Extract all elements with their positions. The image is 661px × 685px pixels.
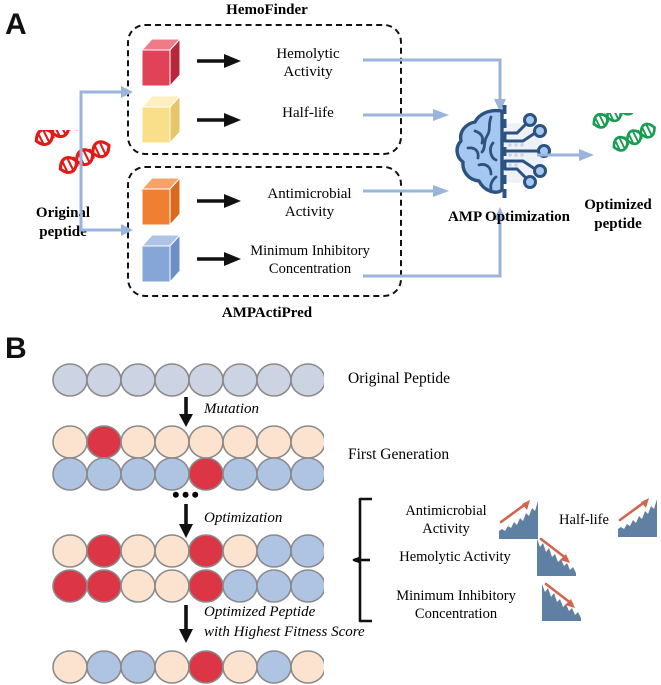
arrow-final-selection [177, 605, 195, 648]
arrow-to-half-life [196, 112, 242, 128]
label-final-line1: Optimized Peptide [204, 604, 316, 620]
bead-row-optimized-2 [52, 568, 324, 604]
connector-mic-to-brain [363, 196, 513, 281]
bead-row-optimized-1 [52, 533, 324, 569]
metric-antimicrobial-line2: Activity [422, 521, 470, 537]
metric-antimicrobial-line1: Antimicrobial [405, 503, 487, 519]
original-peptide-label-line2: peptide [39, 224, 87, 240]
ellipsis-generations: ••• [172, 482, 202, 507]
arrow-to-minimum-inhibitory-concentration [196, 251, 242, 267]
bead-row-final [52, 649, 324, 685]
label-hemolytic-activity-line1: Hemolytic [276, 46, 340, 62]
sparkline-hemolytic-down [535, 535, 579, 577]
arrow-to-hemolytic-activity [196, 53, 242, 69]
label-antimicrobial-activity-line1: Antimicrobial [267, 186, 352, 202]
sparkline-antimicrobial-up [497, 498, 541, 540]
cube-minimum-inhibitory-concentration [140, 232, 186, 286]
connector-antimicrobial-to-brain [363, 184, 453, 198]
arrow-mutation [177, 397, 195, 432]
metric-half-life: Half-life [559, 512, 609, 528]
panel-a: A HemoFinder AMPActiPred [0, 0, 661, 330]
metrics-bracket [352, 497, 378, 628]
label-mic-line2: Concentration [268, 261, 352, 277]
metric-mic-line1: Minimum Inhibitory [396, 588, 516, 604]
label-first-generation: First Generation [348, 446, 450, 463]
cube-antimicrobial-activity [140, 175, 186, 229]
ampactipred-title: AMPActiPred [221, 305, 313, 321]
sparkline-mic-down [540, 580, 584, 622]
hemofinder-title: HemoFinder [226, 2, 308, 18]
label-half-life: Half-life [282, 105, 334, 121]
bead-row-first-gen-1 [52, 424, 324, 460]
sparkline-half-life-up [616, 496, 660, 538]
arrow-to-antimicrobial-activity [196, 193, 242, 209]
original-peptide-label-line1: Original [35, 205, 91, 221]
optimized-peptide-label-line1: Optimized [584, 197, 652, 213]
panel-b-letter: B [5, 332, 27, 365]
label-optimization: Optimization [204, 510, 283, 526]
connector-brain-to-output [537, 148, 597, 162]
label-mic-line1: Minimum Inhibitory [250, 243, 370, 259]
label-original-peptide: Original Peptide [348, 370, 451, 387]
brain-ai-icon [455, 103, 561, 208]
amp-optimization-label: AMP Optimization [447, 209, 571, 225]
optimized-peptide-helix-icon [588, 99, 660, 180]
label-hemolytic-activity-line2: Activity [283, 64, 333, 80]
label-final-line2: with Highest Fitness Score [204, 624, 365, 640]
connector-halflife-to-brain [363, 108, 453, 122]
input-branch-connector [79, 60, 139, 240]
panel-b: B Original Peptide Mutation [0, 330, 661, 684]
bead-row-first-gen-2 [52, 456, 324, 492]
label-mutation: Mutation [204, 401, 259, 417]
metric-hemolytic: Hemolytic Activity [399, 549, 511, 565]
optimized-peptide-label-line2: peptide [594, 216, 642, 232]
connector-hemolytic-to-brain [363, 55, 513, 115]
cube-half-life [140, 93, 186, 147]
arrow-optimization [177, 504, 195, 543]
bead-row-original [52, 362, 324, 398]
metric-mic-line2: Concentration [414, 606, 498, 622]
label-antimicrobial-activity-line2: Activity [284, 204, 335, 220]
panel-a-letter: A [5, 8, 27, 41]
cube-hemolytic-activity [140, 36, 186, 90]
